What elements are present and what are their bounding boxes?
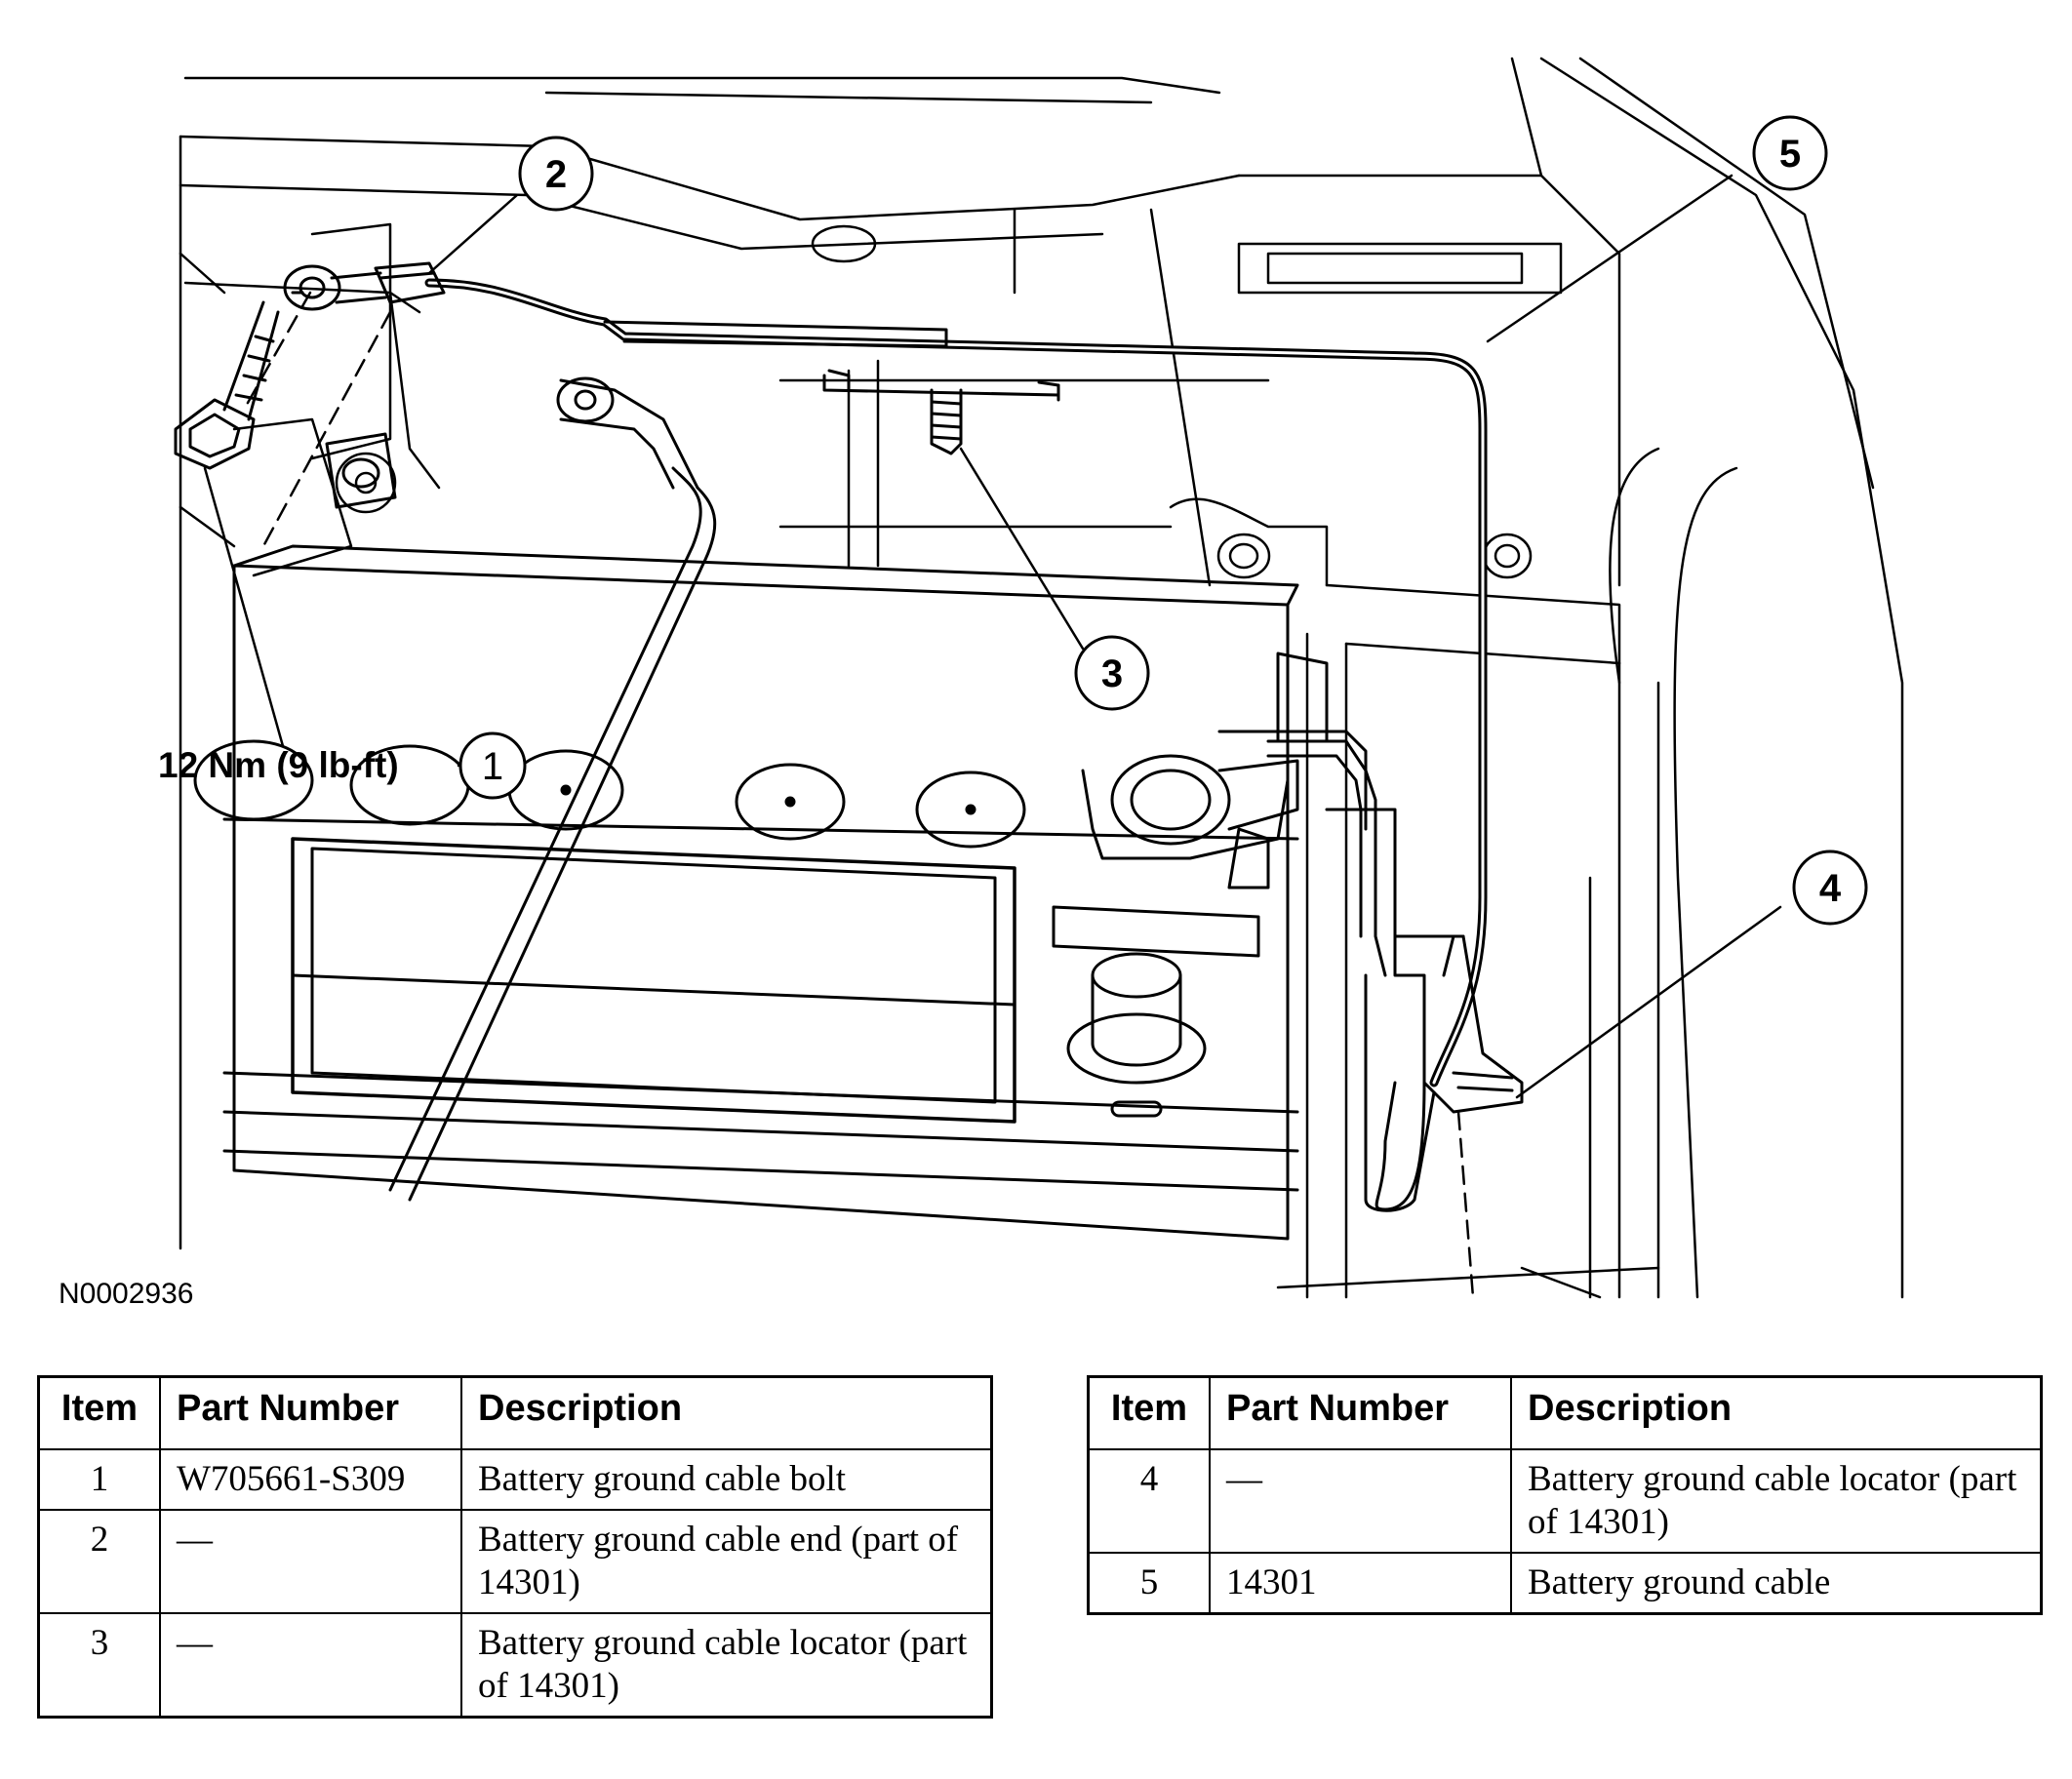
cell-item: 5 (1087, 1552, 1211, 1615)
alignment-lines (242, 291, 1475, 1299)
header-item: Item (37, 1375, 161, 1450)
cell-item: 2 (37, 1509, 161, 1614)
table-header-row: Item Part Number Description (37, 1375, 993, 1450)
positive-cable (388, 376, 717, 1202)
table-header-row: Item Part Number Description (1087, 1375, 2043, 1450)
cell-description: Battery ground cable locator (part of 14… (460, 1612, 993, 1719)
cell-description: Battery ground cable (1510, 1552, 2043, 1615)
mounting-hole (325, 432, 397, 509)
cell-part-number: W705661-S309 (159, 1448, 462, 1511)
cell-description: Battery ground cable locator (part of 14… (1510, 1448, 2043, 1554)
table-row: 2 — Battery ground cable end (part of 14… (37, 1509, 993, 1614)
table-row: 1 W705661-S309 Battery ground cable bolt (37, 1448, 993, 1511)
parts-table-right: Item Part Number Description 4 — Battery… (1087, 1375, 2043, 1615)
header-item: Item (1087, 1375, 1211, 1450)
callout-leaders (203, 174, 1782, 1099)
battery-ground-cable (283, 261, 1524, 1212)
cell-item: 1 (37, 1448, 161, 1511)
header-description: Description (1510, 1375, 2043, 1450)
cell-part-number: — (159, 1612, 462, 1719)
cell-part-number: — (1209, 1448, 1512, 1554)
table-row: 3 — Battery ground cable locator (part o… (37, 1612, 993, 1719)
table-row: 5 14301 Battery ground cable (1087, 1552, 2043, 1615)
bolt (174, 291, 309, 470)
cell-item: 4 (1087, 1448, 1211, 1554)
callout-1: 1 (482, 745, 503, 788)
parts-table-left: Item Part Number Description 1 W705661-S… (37, 1375, 993, 1719)
figure-id: N0002936 (59, 1278, 194, 1310)
callout-3: 3 (1101, 652, 1123, 695)
callout-4: 4 (1819, 867, 1842, 910)
vehicle-body-structure (179, 57, 1904, 1299)
cell-part-number: 14301 (1209, 1552, 1512, 1615)
torque-spec-label: 12 Nm (9 lb-ft) (158, 745, 399, 785)
battery (193, 544, 1368, 1241)
cell-description: Battery ground cable end (part of 14301) (460, 1509, 993, 1614)
table-row: 4 — Battery ground cable locator (part o… (1087, 1448, 2043, 1554)
header-description: Description (460, 1375, 993, 1450)
header-part-number: Part Number (1209, 1375, 1512, 1450)
cell-description: Battery ground cable bolt (460, 1448, 993, 1511)
cell-item: 3 (37, 1612, 161, 1719)
header-part-number: Part Number (159, 1375, 462, 1450)
callout-5: 5 (1779, 133, 1801, 176)
battery-ground-cable-diagram: 2 5 3 4 1 12 Nm (9 lb-ft) (158, 57, 1904, 1299)
cell-part-number: — (159, 1509, 462, 1614)
callout-2: 2 (545, 153, 567, 196)
callout-circles (458, 115, 1868, 926)
